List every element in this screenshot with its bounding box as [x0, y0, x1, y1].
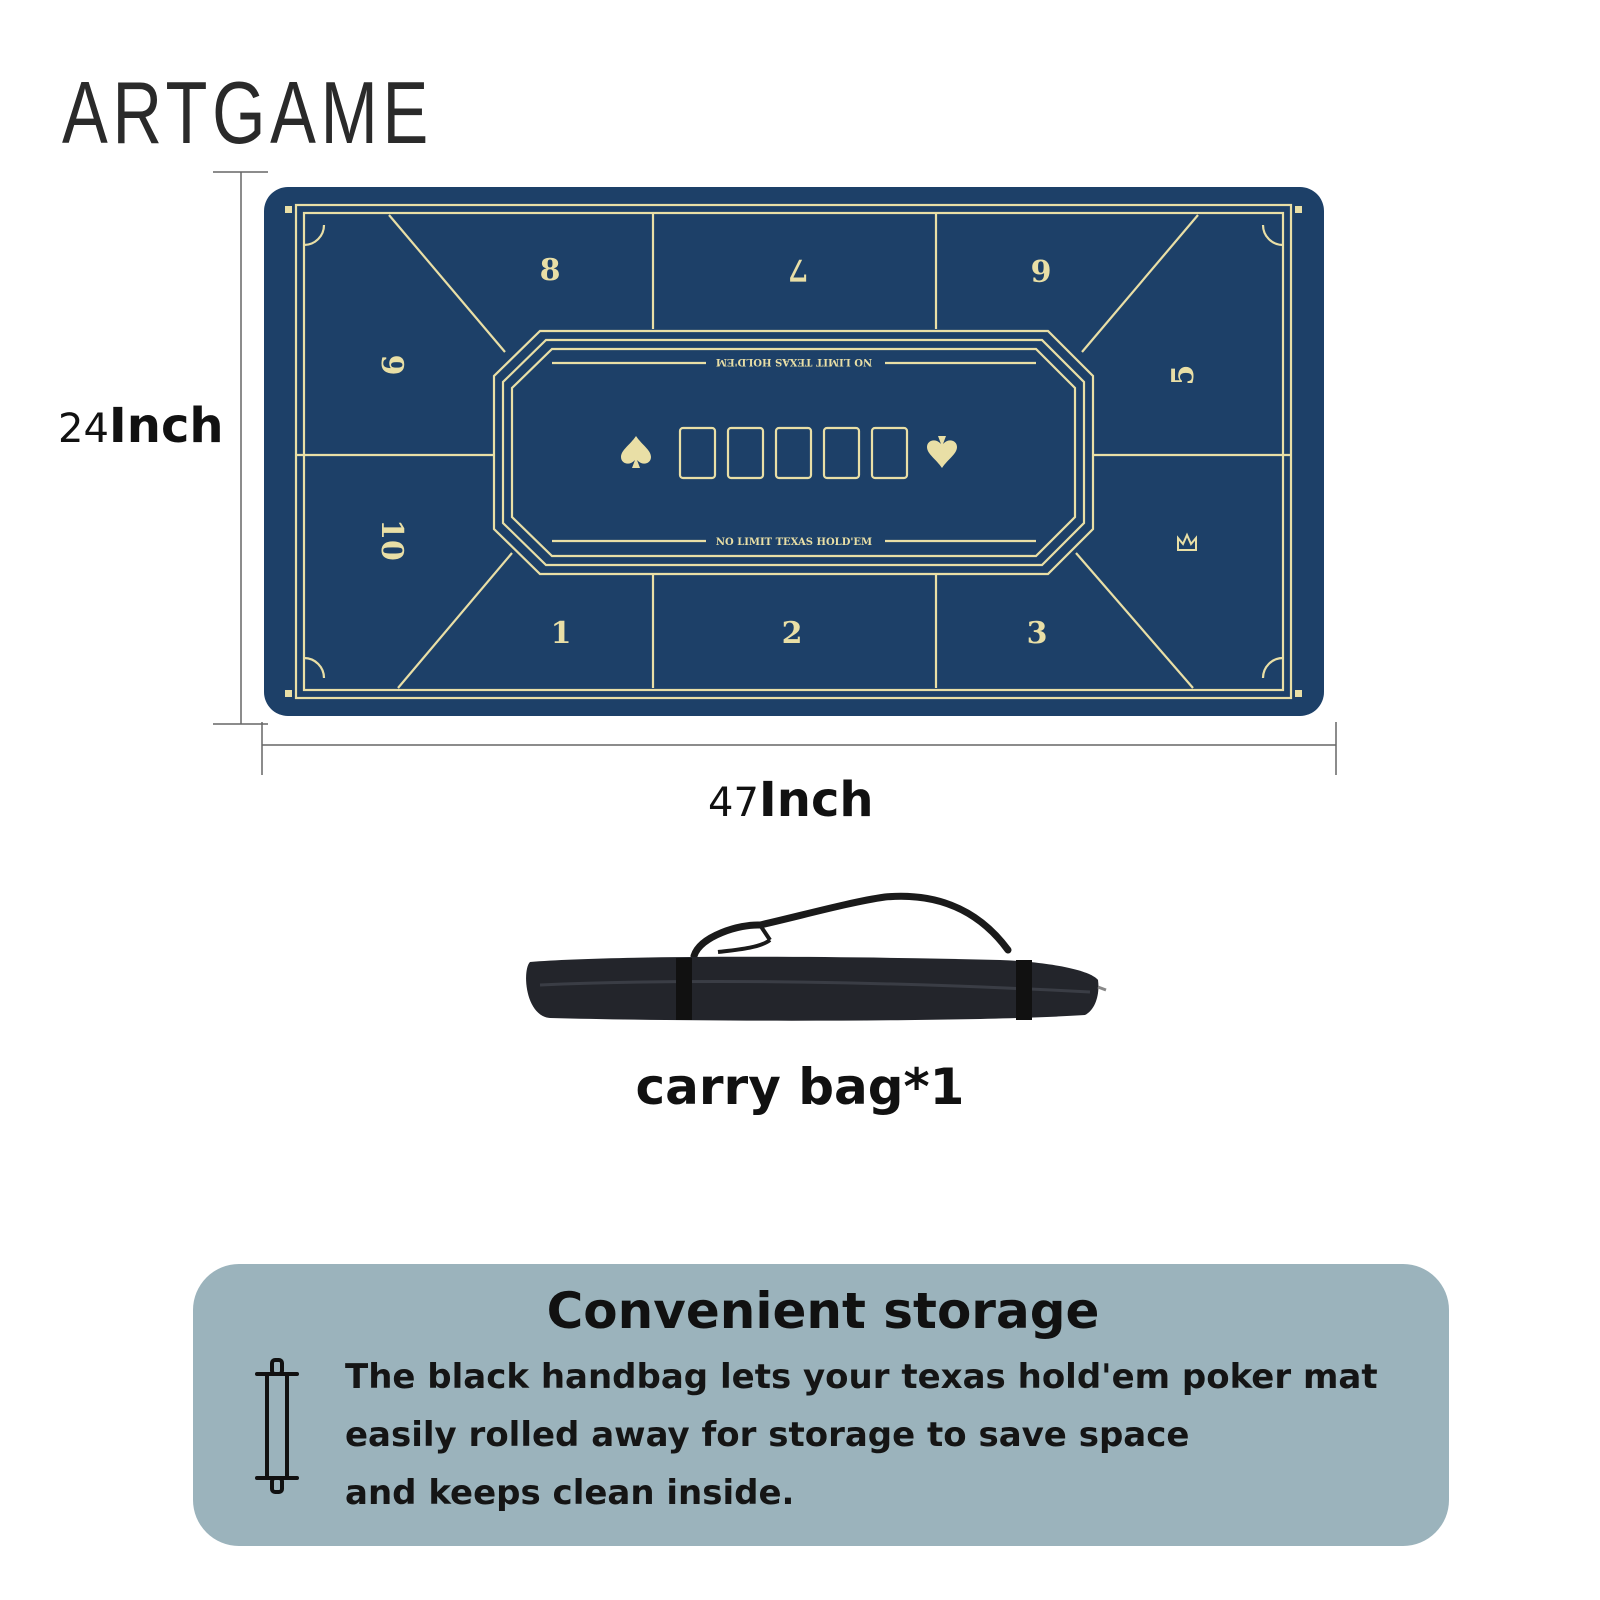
seat-number-7: 7	[788, 252, 809, 287]
seat-number-1: 1	[551, 616, 572, 651]
seat-number-10: 10	[374, 519, 409, 561]
seat-number-6: 6	[1031, 252, 1052, 287]
storage-line: The black handbag lets your texas hold'e…	[345, 1357, 1378, 1397]
seat-number-9: 9	[374, 355, 409, 376]
rolled-mat-icon	[255, 1358, 299, 1494]
mat-felt	[264, 187, 1324, 716]
seat-number-8: 8	[540, 253, 561, 288]
seat-number-5: 5	[1166, 365, 1201, 386]
height-dimension-line	[213, 171, 268, 725]
carry-bag-label: carry bag*1	[635, 1058, 965, 1116]
seat-number-2: 2	[782, 616, 803, 651]
storage-title: Convenient storage	[546, 1282, 1100, 1340]
crown-icon	[1177, 532, 1197, 551]
carry-bag-image	[526, 892, 1107, 1021]
bag-strap	[690, 892, 1012, 960]
storage-description: The black handbag lets your texas hold'e…	[345, 1348, 1425, 1522]
width-dimension-line	[261, 722, 1337, 775]
spade-icon	[927, 436, 957, 468]
storage-panel: Convenient storage The black handbag let…	[193, 1264, 1449, 1546]
height-unit: Inch	[108, 398, 224, 454]
width-unit: Inch	[758, 772, 874, 828]
height-value: 24	[58, 406, 109, 452]
storage-line: easily rolled away for storage to save s…	[345, 1415, 1190, 1455]
center-text-top: NO LIMIT TEXAS HOLD'EM	[716, 356, 872, 367]
brand-logo: ARTGAME	[62, 63, 433, 162]
width-value: 47	[708, 780, 759, 826]
poker-mat: 8 7 6 9 10 5 1 2 3 NO LIMIT TEXAS HOLD'E…	[264, 187, 1324, 716]
seat-number-3: 3	[1027, 616, 1048, 651]
spade-icon	[621, 436, 651, 468]
height-label: 24Inch	[58, 398, 224, 454]
storage-line: and keeps clean inside.	[345, 1473, 795, 1513]
center-text-bottom: NO LIMIT TEXAS HOLD'EM	[716, 537, 872, 548]
width-label: 47Inch	[708, 772, 874, 828]
